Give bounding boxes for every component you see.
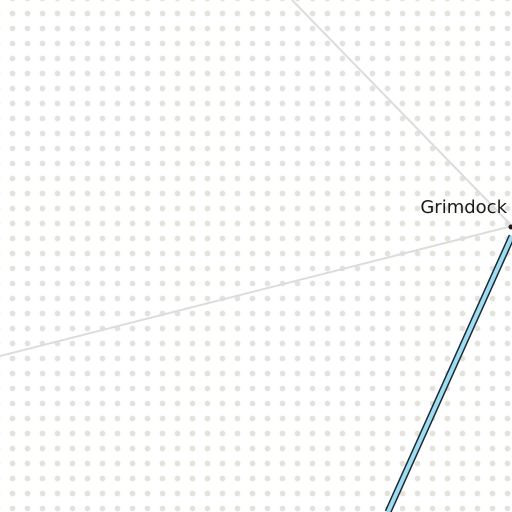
highlighted-route[interactable] bbox=[386, 235, 512, 512]
minor-road-north[interactable] bbox=[291, 0, 512, 227]
minor-road-west[interactable] bbox=[0, 225, 512, 357]
place-label[interactable]: Grimdock bbox=[420, 197, 507, 218]
place-node-marker[interactable] bbox=[508, 224, 512, 230]
